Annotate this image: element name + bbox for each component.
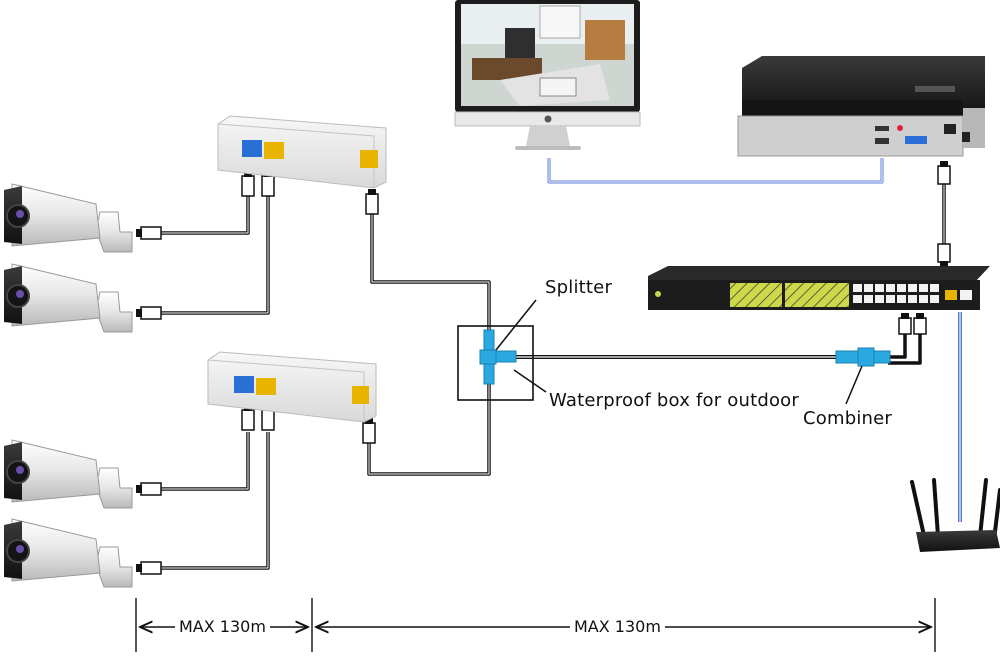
dimension-label-left: MAX 130m: [175, 617, 270, 636]
ethernet-port-icon: [242, 140, 262, 157]
combiner-connector-icon: [835, 347, 891, 367]
splitter-connector-icon: [479, 329, 517, 385]
hdmi-port-icon: [875, 138, 889, 144]
poe-switch-icon: [648, 266, 990, 310]
rj45-plug-icon: [937, 243, 951, 267]
usb-port-icon: [875, 126, 889, 131]
ethernet-port-icon: [352, 386, 369, 404]
rj45-plug-icon: [937, 161, 951, 185]
combiner-label: Combiner: [803, 408, 893, 429]
rj45-plug-icon: [241, 171, 255, 197]
cable-box1-to-splitter: [370, 212, 491, 335]
rj45-plug-icon: [136, 226, 162, 240]
rj45-plug-icon: [898, 313, 912, 335]
rj45-plug-icon: [913, 313, 927, 335]
rj45-plug-icon: [362, 418, 376, 444]
waterproof-box: [457, 325, 534, 401]
bullet-camera-icon: [4, 518, 133, 588]
bullet-camera-icon: [4, 439, 133, 509]
monitor-icon: [454, 0, 641, 150]
audio-port-icon: [897, 125, 903, 131]
rj45-plug-icon: [365, 189, 379, 215]
ethernet-port-icon: [234, 376, 254, 393]
ethernet-port-icon: [944, 124, 956, 134]
splitter-label: Splitter: [545, 277, 613, 298]
rj45-plug-icon: [136, 482, 162, 496]
bullet-camera-icon: [4, 183, 133, 253]
ethernet-port-icon: [264, 142, 284, 159]
ethernet-port-icon: [256, 378, 276, 395]
rj45-connectors: [136, 161, 951, 575]
power-port-icon: [962, 132, 970, 142]
uplink-port-icon: [945, 290, 957, 300]
cable-combiner-to-switch: [888, 330, 922, 365]
poe-splitter-box-1: [217, 115, 387, 189]
rj45-plug-icon: [136, 561, 162, 575]
cable-camera-1: [160, 196, 250, 235]
vga-port-icon: [905, 136, 927, 144]
wifi-router-icon: [910, 478, 1000, 552]
label-pointers: [495, 299, 863, 405]
apple-logo-icon: [544, 115, 552, 123]
bullet-camera-icon: [4, 263, 133, 333]
rj45-plug-icon: [136, 306, 162, 320]
switch-ports: [853, 284, 939, 303]
cable-camera-4: [160, 432, 270, 570]
cable-box2-to-splitter: [367, 378, 491, 476]
cable-camera-2: [160, 196, 270, 315]
nvr-recorder-icon: [737, 56, 985, 157]
waterproof-box-label: Waterproof box for outdoor: [549, 390, 799, 411]
cameras: [4, 183, 133, 588]
cables: [160, 158, 962, 570]
cable-camera-3: [160, 432, 250, 491]
dimension-label-right: MAX 130m: [570, 617, 665, 636]
video-link-monitor-nvr: [547, 158, 884, 184]
ethernet-port-icon: [360, 150, 378, 168]
poe-splitter-box-2: [207, 351, 377, 423]
